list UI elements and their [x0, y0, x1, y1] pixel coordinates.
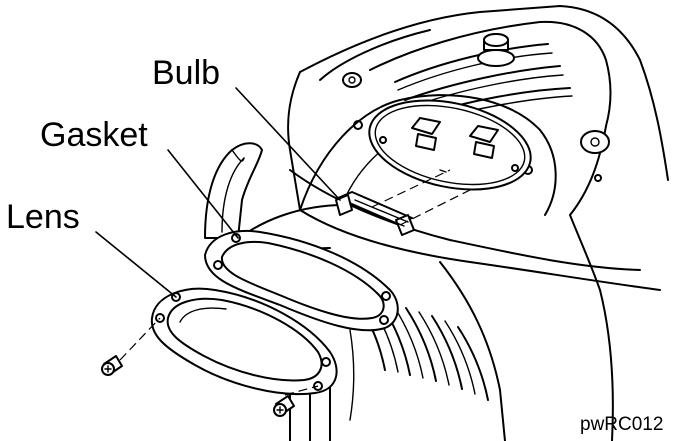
lens-label: Lens: [6, 198, 80, 236]
screw-left: [101, 355, 123, 376]
screw-right: [273, 395, 295, 417]
side-handle: [204, 142, 263, 239]
bulb-socket-plate: [368, 99, 532, 191]
bulb-label: Bulb: [152, 54, 220, 92]
gasket-leader-line: [167, 149, 239, 239]
gasket: [204, 229, 399, 332]
lens: [119, 287, 338, 396]
lens-leader-line: [95, 231, 177, 298]
figure-code: pwRC012: [580, 414, 663, 435]
bulb: [335, 169, 471, 236]
machine-housing: [287, 5, 669, 441]
gasket-label: Gasket: [40, 116, 148, 154]
bulb-leader-line: [235, 87, 341, 201]
